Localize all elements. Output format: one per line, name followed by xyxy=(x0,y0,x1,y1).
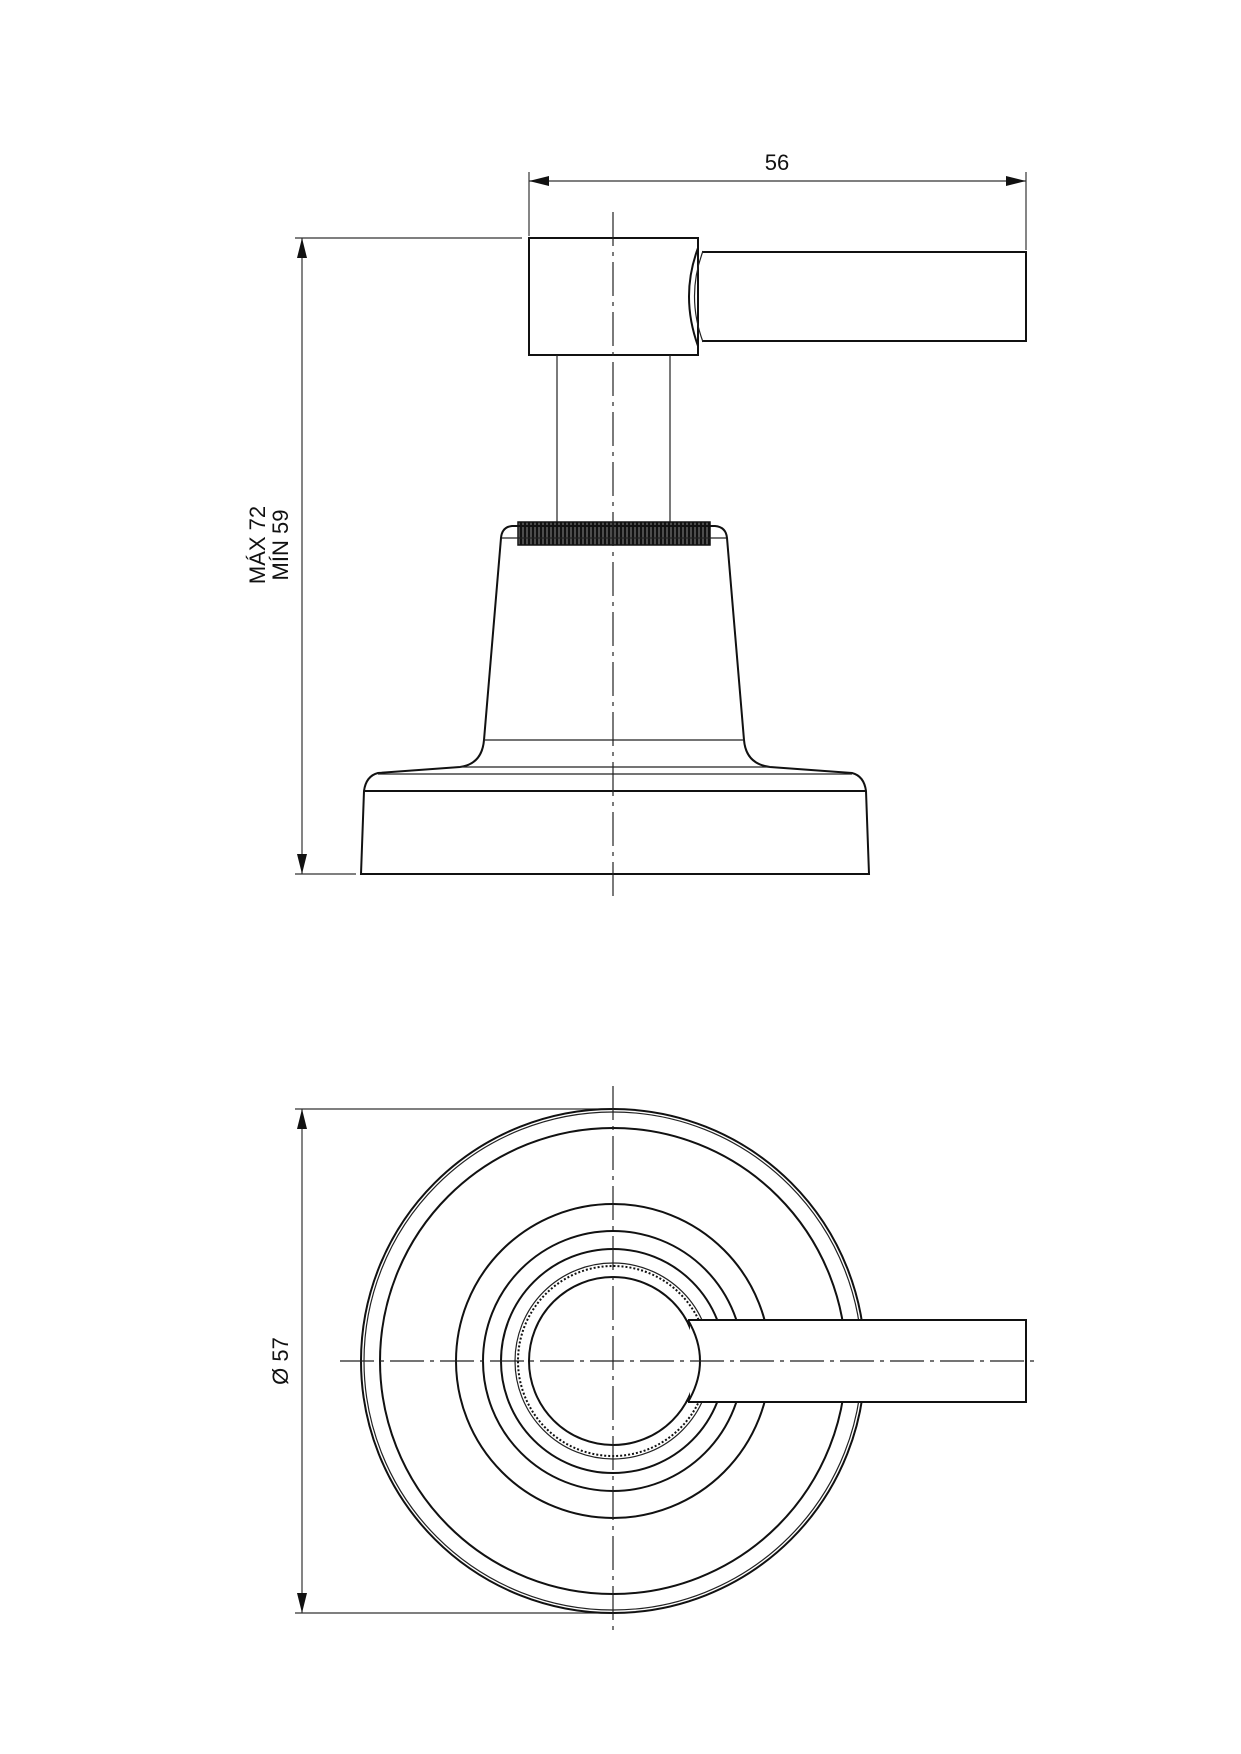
width-dimension: 56 xyxy=(528,150,1027,250)
side-view: 56 MÁX 72 MÍN 59 xyxy=(245,150,1027,900)
diameter-dimension: Ø 57 xyxy=(268,1108,613,1614)
width-dimension-label: 56 xyxy=(765,150,789,175)
height-min-label: MÍN 59 xyxy=(268,510,293,581)
escutcheon-body xyxy=(359,525,871,875)
height-max-label: MÁX 72 xyxy=(245,506,270,584)
diameter-label: Ø 57 xyxy=(268,1337,293,1385)
height-dimension: MÁX 72 MÍN 59 xyxy=(245,237,522,875)
lever-handle xyxy=(688,247,1027,347)
knurled-ring xyxy=(517,521,711,546)
top-view: Ø 57 xyxy=(268,1086,1037,1636)
